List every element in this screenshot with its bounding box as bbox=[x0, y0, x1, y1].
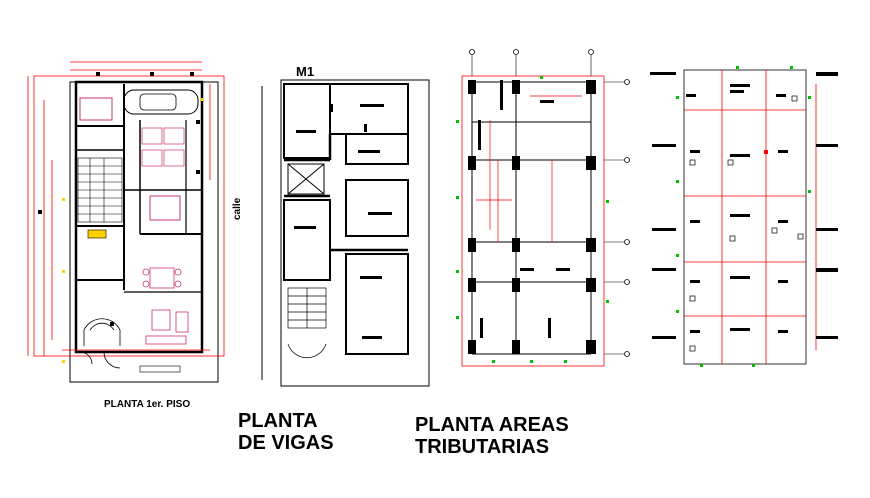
axis-bubble-3 bbox=[588, 49, 594, 55]
void-crossed-box bbox=[287, 163, 325, 195]
dining-table bbox=[142, 267, 182, 289]
beam-plan-outline bbox=[280, 79, 430, 387]
beam-plan bbox=[280, 79, 430, 387]
spiral-stair bbox=[83, 318, 121, 346]
axis-bubble-2 bbox=[513, 49, 519, 55]
floor-plan-first-floor bbox=[27, 61, 225, 383]
column-grid-plan bbox=[456, 49, 630, 367]
label-m1: M1 bbox=[296, 64, 315, 79]
axis-bubble-c bbox=[624, 239, 630, 245]
tributary-area-plan bbox=[650, 66, 838, 367]
columns bbox=[468, 80, 596, 354]
title-planta-areas-line1: PLANTA AREAS bbox=[415, 414, 569, 436]
axis-bubble-1 bbox=[469, 49, 475, 55]
axis-bubble-d bbox=[624, 279, 630, 285]
title-planta-areas-line2: TRIBUTARIAS bbox=[415, 436, 550, 458]
living-furniture bbox=[145, 309, 189, 345]
stair-hatch bbox=[77, 157, 123, 223]
axis-bubble-b bbox=[624, 157, 630, 163]
bed-symbol bbox=[79, 97, 113, 121]
dimension-frame bbox=[33, 75, 225, 357]
axis-bubble-a bbox=[624, 79, 630, 85]
title-planta-de-vigas-line2: DE VIGAS bbox=[238, 432, 334, 454]
grid-red-frame bbox=[461, 75, 605, 367]
door-swing bbox=[79, 351, 93, 365]
tributary-outline bbox=[683, 69, 807, 365]
title-planta-areas-tributarias: PLANTA AREAS TRIBUTARIAS bbox=[415, 414, 569, 458]
beam-plan-stair bbox=[287, 287, 327, 359]
label-planta-primer-piso: PLANTA 1er. PISO bbox=[104, 399, 191, 410]
house-outer-wall bbox=[74, 80, 204, 354]
car-symbol bbox=[123, 89, 199, 115]
bathroom-fixture bbox=[87, 229, 107, 239]
title-planta-de-vigas: PLANTA DE VIGAS bbox=[238, 410, 334, 454]
title-planta-de-vigas-line1: PLANTA bbox=[238, 410, 318, 432]
label-calle: calle bbox=[232, 197, 243, 220]
axis-bubble-e bbox=[624, 351, 630, 357]
